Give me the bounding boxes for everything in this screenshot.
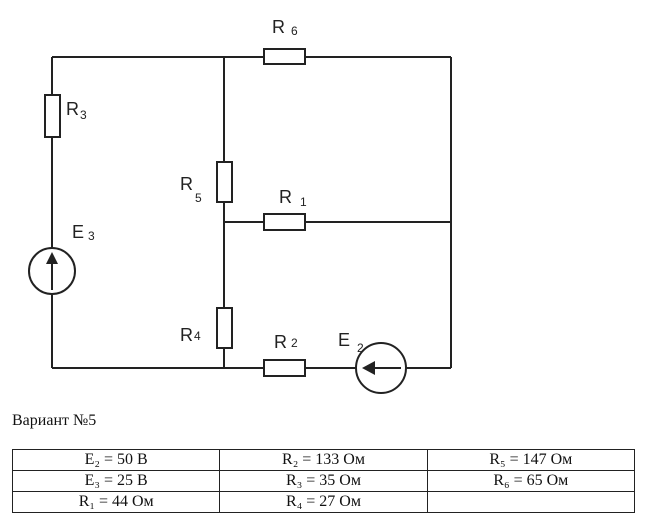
table-row: R₁ = 44 Ом R₄ = 27 Ом xyxy=(11,491,636,513)
table-cell: R₅ = 147 Ом xyxy=(426,449,636,471)
label-r3: R3 xyxy=(66,99,87,122)
voltage-source-e3 xyxy=(28,247,76,295)
table-cell: R₄ = 27 Ом xyxy=(219,491,428,513)
variant-title: Вариант №5 xyxy=(12,412,97,429)
resistor-r6 xyxy=(263,48,306,65)
resistor-r1 xyxy=(263,213,306,231)
label-r5: R5 xyxy=(180,174,202,205)
resistor-r4 xyxy=(216,307,233,349)
resistor-r3 xyxy=(44,94,61,138)
label-r4: R4 xyxy=(180,325,201,345)
resistor-r5 xyxy=(216,161,233,203)
table-cell: E₂ = 50 B xyxy=(11,449,221,471)
resistor-r2 xyxy=(263,359,306,377)
table-row: E₃ = 25 B R₃ = 35 Ом R₆ = 65 Ом xyxy=(11,470,636,492)
table-cell: R₃ = 35 Ом xyxy=(219,470,428,492)
table-row: E₂ = 50 B R₂ = 133 Ом R₅ = 147 Ом xyxy=(11,449,636,471)
table-cell: R₆ = 65 Ом xyxy=(426,470,636,492)
table-cell: R₂ = 133 Ом xyxy=(219,449,428,471)
table-cell: R₁ = 44 Ом xyxy=(11,491,221,513)
table-cell xyxy=(426,491,636,513)
parameters-table: E₂ = 50 B R₂ = 133 Ом R₅ = 147 Ом E₃ = 2… xyxy=(11,449,636,513)
voltage-source-e2 xyxy=(355,342,407,394)
table-cell: E₃ = 25 B xyxy=(11,470,221,492)
